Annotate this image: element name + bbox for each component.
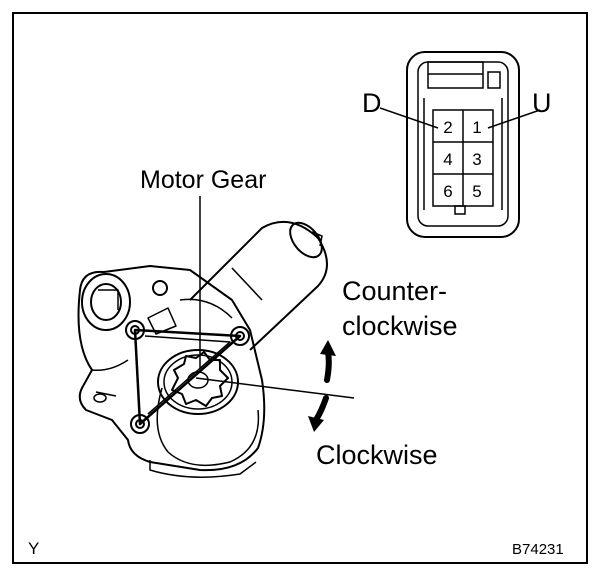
counterclockwise-arrow — [320, 340, 336, 383]
pin-number: 4 — [443, 150, 453, 169]
counterclockwise-label-line2: clockwise — [342, 311, 458, 341]
figure-code: B74231 — [512, 541, 564, 558]
motor-gear-label: Motor Gear — [140, 166, 267, 194]
clockwise-arrow — [308, 395, 329, 432]
pin-number: 5 — [472, 182, 482, 201]
clockwise-label: Clockwise — [316, 440, 438, 470]
connector-label-d: D — [362, 88, 382, 118]
motor-drawing — [77, 221, 355, 478]
pin-number: 1 — [472, 118, 482, 137]
pin-number: 6 — [443, 182, 453, 201]
diagram-frame — [12, 12, 588, 564]
connector-drawing — [379, 51, 541, 238]
connector-label-u: U — [532, 88, 552, 118]
pin-number: 2 — [443, 118, 453, 137]
pin-number: 3 — [472, 150, 482, 169]
corner-mark: Y — [28, 539, 40, 558]
counterclockwise-label-line1: Counter- — [342, 276, 448, 306]
